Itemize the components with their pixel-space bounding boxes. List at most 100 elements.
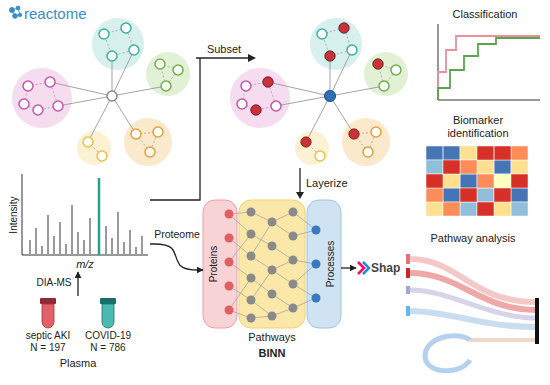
protein-dot [225,306,234,315]
protein-dot [225,258,234,267]
node-label: Classification [453,8,518,21]
process-dot [312,260,321,269]
classification-plot: Classification [428,8,543,104]
network-node [19,77,63,115]
network-node [99,23,139,61]
node-label: Intensity [8,196,20,233]
step-label: Layerize [306,177,348,190]
process-layer: Processes [307,200,341,328]
network-node [145,147,155,157]
network-node [107,51,117,61]
network-node [99,29,109,39]
sankey-flow [425,336,470,371]
step-label: Subset [207,43,241,56]
node-label: COVID-19 N = 786 [82,330,134,354]
sankey-bar [406,254,410,264]
node-label: Pathways [248,331,296,344]
network-node [129,45,139,55]
network-node [83,137,107,161]
selected-node [373,59,383,69]
logo-dot [18,13,22,17]
layer-band [203,200,237,328]
spectrum-peak [30,205,142,255]
node-label: Biomarker identification [438,114,518,140]
pathway-dot [247,274,256,283]
selected-node [263,77,273,87]
subset-arrow [196,57,249,58]
pathway-dot [289,256,298,265]
selected-node [251,105,261,115]
sankey-bar [406,286,410,294]
network-node [153,127,163,137]
pathway-layer: Pathways [239,200,305,346]
reactome-logo [9,6,21,18]
logo-dot [16,6,20,10]
pathway-dot [268,312,277,321]
heatmap-cell [426,146,528,216]
layer-band [239,200,305,328]
network-node [19,99,29,109]
node-label: m/z [76,258,94,271]
pathway-dot [268,266,277,275]
sankey-bar [406,306,410,316]
network-node [173,65,183,75]
process-dot [312,226,321,303]
cluster-area [12,68,72,128]
arrow-head [296,192,304,199]
node-label: Plasma [60,357,97,370]
cluster-area [92,18,144,70]
edge-label: Proteome [153,228,201,241]
sankey-flow [410,311,536,327]
cluster-area [124,118,172,166]
network-node [131,127,163,157]
flow-arrow [150,244,203,270]
layerize-arrow [299,168,300,193]
network-graph [12,18,190,166]
network-node [155,59,165,69]
shap-logo: Shap [356,258,402,278]
plot-axis [438,24,540,100]
pathway-dot [289,280,298,289]
network-link [24,28,178,156]
blood-tube [102,304,114,328]
sample-group: Plasmaseptic AKI N = 197COVID-19 N = 786 [18,296,138,372]
network-hub [325,91,336,102]
pathway-dot [247,208,256,217]
pathway-dot [247,314,256,323]
protein-dot [225,210,234,315]
network-node [53,101,63,111]
roc-curve [438,38,540,100]
sankey-bar [535,298,539,344]
pathway-dot [289,232,298,241]
blood-tube [42,304,54,328]
sample-tube: COVID-19 N = 786 [80,296,136,354]
network-node [23,81,33,91]
sankey-flow [410,259,536,371]
ms-spectrum: Intensity m/z [8,168,150,272]
network-hub [107,91,117,101]
sankey-bar [406,268,410,278]
selected-node [325,51,335,61]
tube-cap [40,298,56,304]
network-node [155,59,183,91]
network-node [131,129,141,139]
pathway-dot [268,242,277,251]
network-node [121,23,131,33]
logo-dot [13,14,18,19]
layer-link [229,212,316,318]
node-label: reactome [24,5,87,23]
pathway-dot [289,208,298,217]
arrow-head [248,54,256,62]
sankey-flow [470,338,536,342]
biomarker-heatmap: Biomarker identification [418,114,538,218]
network-node [45,77,55,87]
protein-dot [225,282,234,291]
shap-icon [363,262,369,274]
node-label: BINN [259,347,286,360]
sankey-bar [406,254,539,344]
roc-curve [438,36,540,100]
network-node [33,105,43,115]
